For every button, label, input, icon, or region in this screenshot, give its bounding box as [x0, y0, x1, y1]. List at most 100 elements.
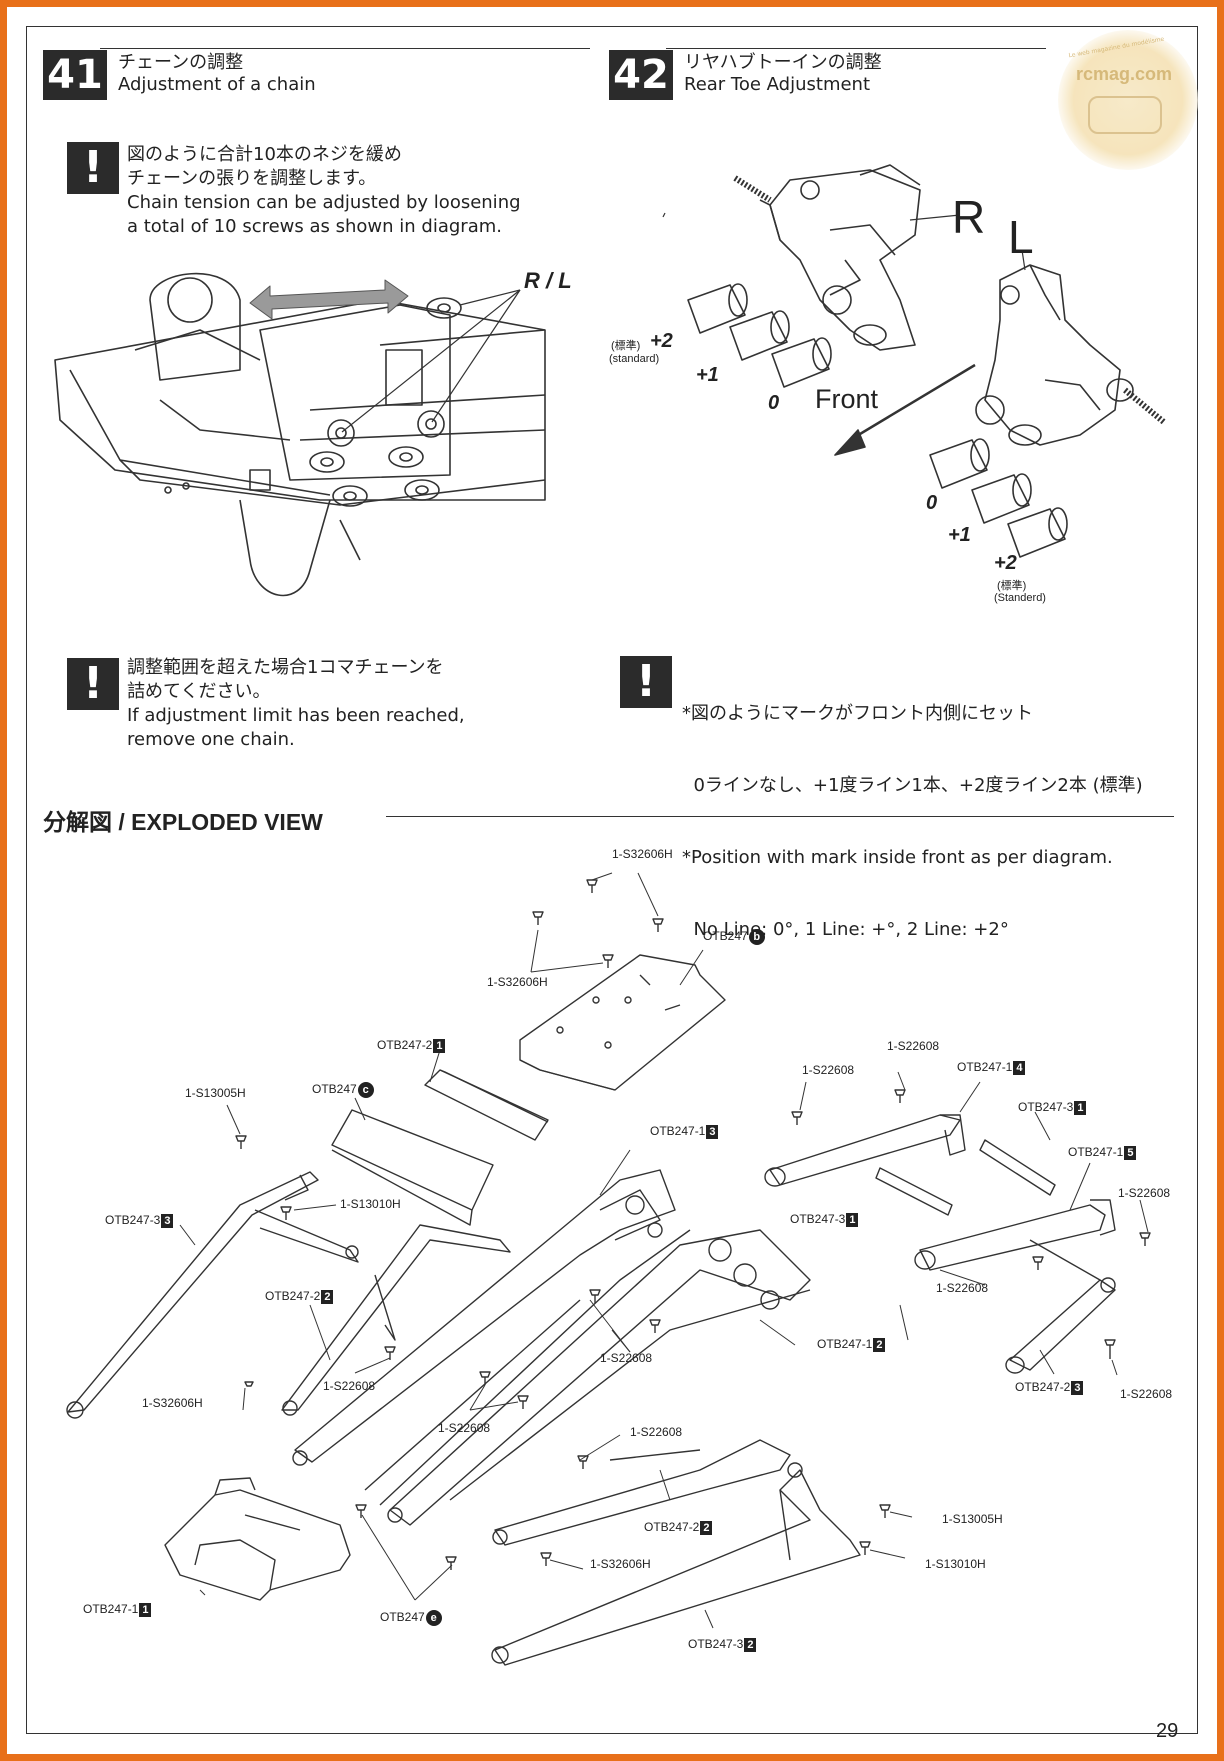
step-41-rule	[100, 48, 590, 49]
part-label: 1-S22608	[600, 1351, 652, 1365]
part-label: 1-S22608	[1118, 1186, 1170, 1200]
warning-icon: !	[67, 142, 119, 194]
part-number-text: 1-S22608	[802, 1063, 855, 1077]
toe-inserts-lower	[929, 438, 1068, 558]
part-variant-badge: 2	[873, 1337, 886, 1352]
toe-upper-std-jp: (標準)	[611, 340, 641, 352]
part-variant-badge: 2	[321, 1289, 334, 1304]
part-number-text: OTB247-3	[105, 1213, 161, 1227]
part-number-text: 1-S32606H	[612, 847, 673, 861]
part-label: 1-S13010H	[340, 1197, 401, 1211]
front-arrow-head	[834, 429, 866, 456]
watermark-logo: rcmag.com Le web magazine du modélisme	[1058, 30, 1198, 170]
step-41-number: 41	[43, 50, 107, 100]
label-right-side: R	[952, 191, 986, 243]
note42-line: *図のようにマークがフロント内側にセット	[682, 703, 1033, 724]
note41a-line: Chain tension can be adjusted by looseni…	[127, 192, 521, 213]
watermark-text: rcmag.com	[1076, 64, 1173, 84]
part-variant-badge: 1	[1074, 1100, 1087, 1115]
part-label: 1-S32606H	[590, 1557, 651, 1571]
toe-upper-std-en: (standard)	[609, 353, 660, 365]
part-number-text: 1-S22608	[438, 1421, 491, 1435]
part-number-text: OTB247-2	[265, 1289, 321, 1303]
part-number-text: OTB247-2	[1015, 1380, 1071, 1394]
note41a-line: a total of 10 screws as shown in diagram…	[127, 216, 502, 237]
toe-lower-std-jp: (標準)	[997, 580, 1027, 592]
step-42-number: 42	[609, 50, 673, 100]
part-label: 1-S22608	[887, 1039, 939, 1053]
part-variant-badge: 4	[1013, 1060, 1026, 1075]
page-border	[26, 26, 1198, 1734]
part-variant-badge: 5	[1124, 1145, 1137, 1160]
part-number-text: 1-S22608	[1118, 1186, 1171, 1200]
part-variant-badge: 3	[706, 1124, 719, 1139]
step-42-title-jp: リヤハブトーインの調整	[684, 52, 882, 73]
part-label: 1-S13005H	[942, 1512, 1003, 1526]
part-number-text: 1-S22608	[887, 1039, 940, 1053]
part-variant-badge: 2	[744, 1637, 757, 1652]
part-label: 1-S13005H	[185, 1086, 246, 1100]
part-variant-badge: 2	[700, 1520, 713, 1535]
part-label: 1-S22608	[936, 1281, 988, 1295]
exploded-view-drawing	[66, 879, 1151, 1666]
part-number-text: 1-S22608	[630, 1425, 683, 1439]
page-number: 29	[1156, 1720, 1179, 1742]
part-label: 1-S32606H	[487, 975, 548, 989]
part-number-text: OTB247-3	[790, 1212, 846, 1226]
hub-carrier-left	[975, 249, 1167, 446]
note41b-line: 調整範囲を超えた場合1コマチェーンを	[127, 657, 444, 678]
warning-icon: !	[67, 658, 119, 710]
part-number-text: OTB247-1	[1068, 1145, 1124, 1159]
step-42-rule	[666, 48, 1046, 49]
part-label: 1-S32606H	[142, 1396, 203, 1410]
part-label: 1-S22608	[1120, 1387, 1172, 1401]
hub-carrier-right	[733, 164, 961, 351]
warning-icon: !	[620, 656, 672, 708]
part-number-text: OTB247	[312, 1082, 357, 1097]
note42-line: 0ラインなし、+1度ライン1本、+2度ライン2本 (標準)	[682, 775, 1143, 796]
part-label: 1-S13010H	[925, 1557, 986, 1571]
callout-leader-lines	[179, 872, 1149, 1629]
note41b-line: 詰めてください。	[127, 681, 271, 702]
part-number-text: 1-S22608	[600, 1351, 653, 1365]
toe-lower-plus2: +2	[994, 552, 1017, 574]
part-number-text: OTB247-3	[688, 1637, 744, 1651]
part-number-text: OTB247-2	[644, 1520, 700, 1534]
part-number-text: 1-S13010H	[340, 1197, 401, 1211]
part-number-text: OTB247-2	[377, 1038, 433, 1052]
step-41-title-en: Adjustment of a chain	[118, 74, 316, 95]
toe-lower-zero: 0	[926, 492, 938, 514]
toe-lower-plus1: +1	[948, 524, 971, 546]
toe-upper-plus2: +2	[650, 330, 673, 352]
note41a-line: チェーンの張りを調整します。	[127, 168, 377, 189]
note42-line: *Position with mark inside front as per …	[682, 847, 1113, 868]
part-number-text: 1-S13010H	[925, 1557, 986, 1571]
part-label: 1-S32606H	[612, 847, 673, 861]
part-number-text: OTB247-1	[957, 1060, 1013, 1074]
part-number-text: 1-S32606H	[590, 1557, 651, 1571]
part-number-text: 1-S13005H	[942, 1512, 1003, 1526]
adjustment-double-arrow	[249, 279, 409, 320]
part-number-text: OTB247-3	[1018, 1100, 1074, 1114]
exploded-view-title: 分解図 / EXPLODED VIEW	[43, 809, 323, 835]
part-label: 1-S22608	[630, 1425, 682, 1439]
part-label: 1-S22608	[323, 1379, 375, 1393]
watermark-car-icon	[1088, 96, 1162, 134]
part-variant-badge: b	[748, 929, 765, 945]
part-variant-badge: c	[357, 1082, 374, 1098]
part-number-text: OTB247-1	[83, 1602, 139, 1616]
exploded-view-rule	[386, 816, 1174, 817]
part-label: 1-S22608	[438, 1421, 490, 1435]
